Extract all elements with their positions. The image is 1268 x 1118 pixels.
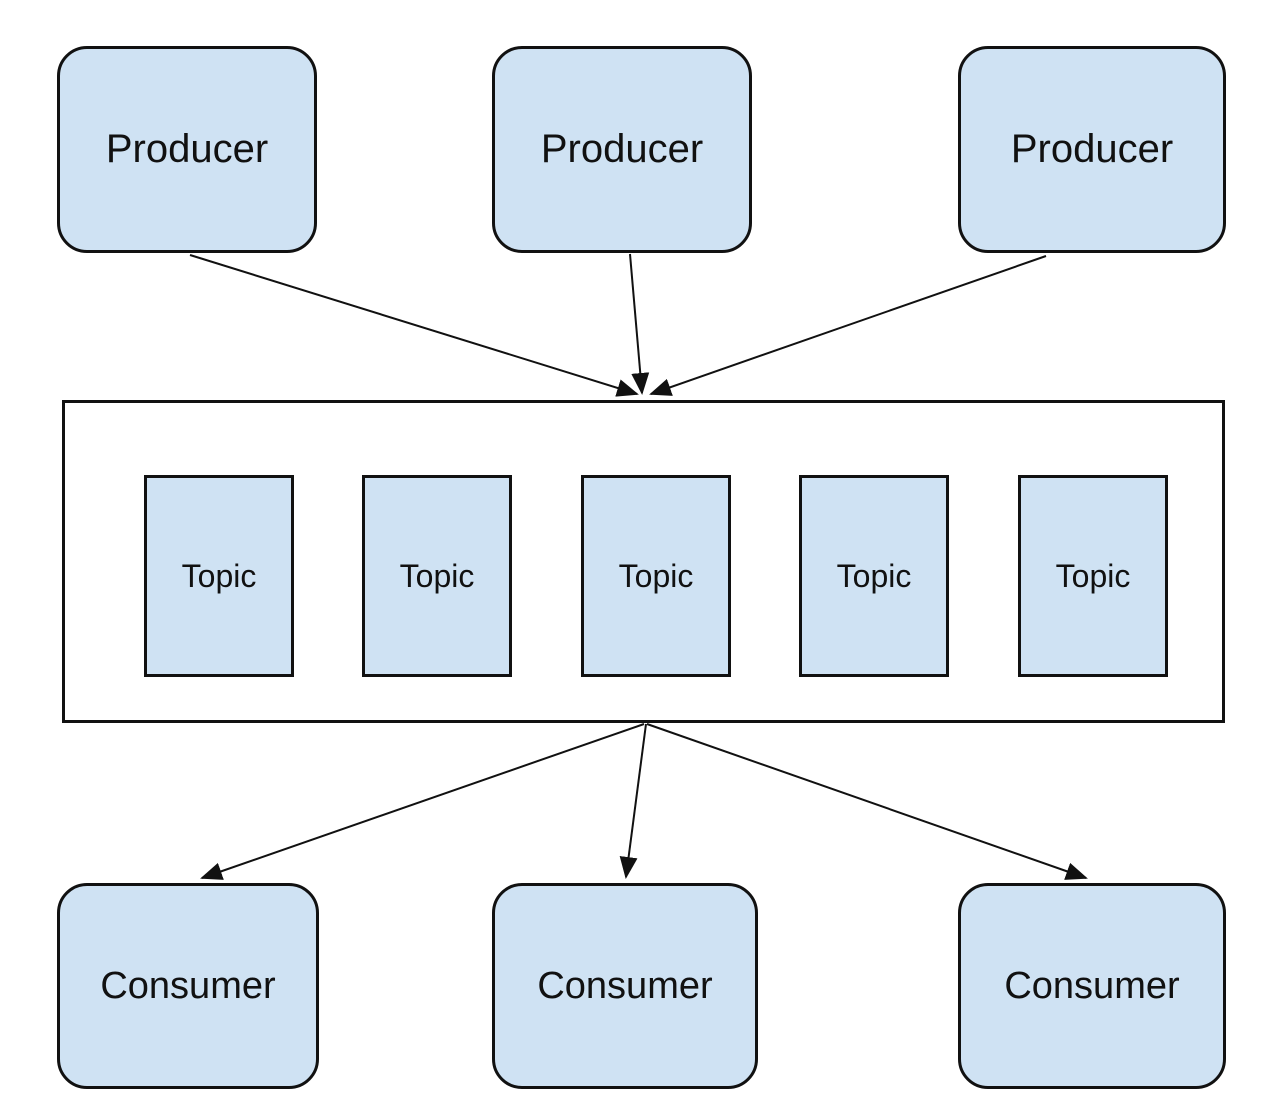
producer-2-label: Producer (540, 127, 704, 171)
consumer-3-label: Consumer (1004, 964, 1180, 1007)
consumer-node-2: Consumer (492, 883, 758, 1089)
topic-3-label: Topic (618, 557, 694, 594)
topic-4-label: Topic (836, 557, 912, 594)
topic-5-label: Topic (1055, 557, 1131, 594)
producer-3-label: Producer (1010, 127, 1174, 171)
consumer-node-3: Consumer (958, 883, 1226, 1089)
arrow-producer-3-to-topics (649, 255, 1047, 396)
topic-node-3: Topic (581, 475, 731, 677)
arrow-topics-to-consumer-2 (619, 723, 647, 879)
producer-1-label: Producer (105, 127, 269, 171)
topic-node-5: Topic (1018, 475, 1168, 677)
topic-1-label: Topic (181, 557, 257, 594)
arrow-topics-to-consumer-1 (200, 723, 645, 880)
consumer-1-label: Consumer (100, 964, 276, 1007)
producer-node-2: Producer (492, 46, 752, 253)
arrow-topics-to-consumer-3 (646, 723, 1088, 880)
consumer-2-label: Consumer (537, 964, 713, 1007)
topic-2-label: Topic (399, 557, 475, 594)
topic-node-1: Topic (144, 475, 294, 677)
arrow-producer-2-to-topics (629, 253, 650, 395)
arrow-producer-1-to-topics (189, 254, 639, 397)
topic-node-2: Topic (362, 475, 512, 677)
producer-node-3: Producer (958, 46, 1226, 253)
consumer-node-1: Consumer (57, 883, 319, 1089)
topic-node-4: Topic (799, 475, 949, 677)
producer-node-1: Producer (57, 46, 317, 253)
